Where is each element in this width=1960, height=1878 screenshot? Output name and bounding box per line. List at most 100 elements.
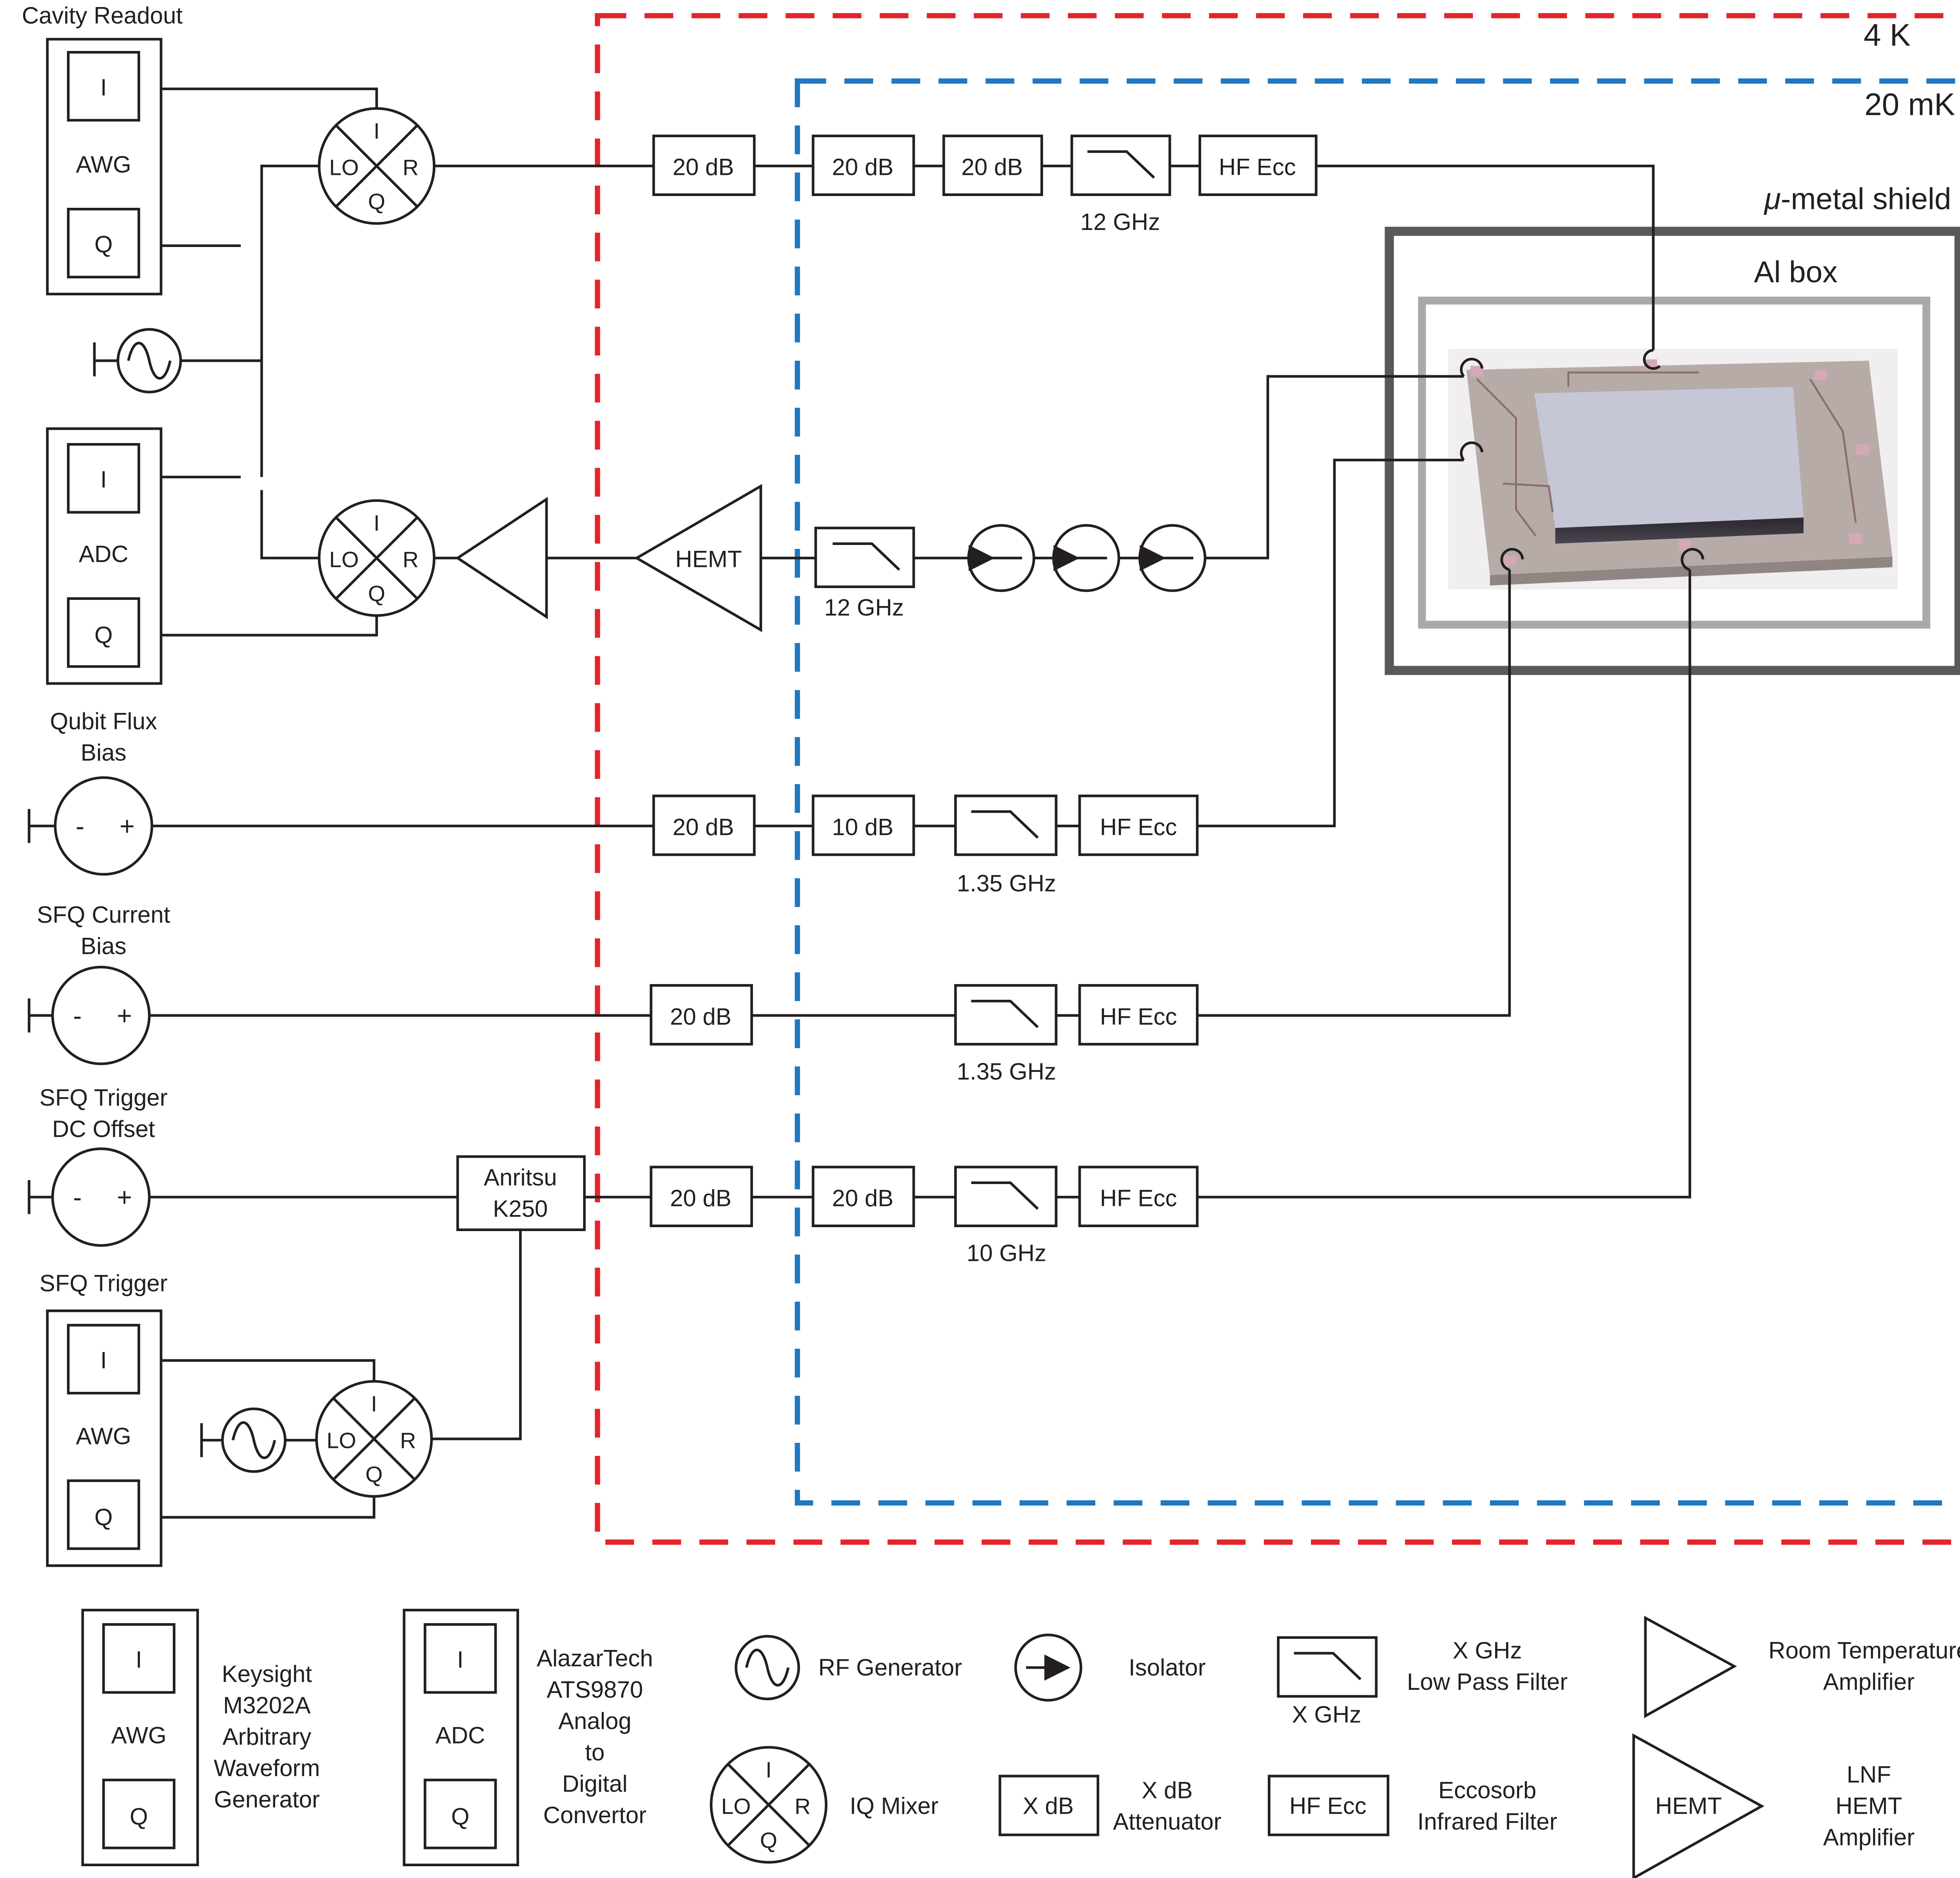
qubit-flux-att-mk-label: 10 dB [832,814,893,840]
legend-attenuator-box [998,1774,1100,1836]
sfq-trigger-lpf-box [954,1166,1058,1228]
legend-rt-amp-icon [1644,1616,1737,1718]
readout-down-mixer-q: Q [368,581,385,606]
legend-ecc-box [1268,1774,1390,1836]
chip-bond-hooks [1460,349,1704,571]
sfq-trigger-dc-minus: - [73,1183,82,1212]
qubit-flux-lpf-label: 1.35 GHz [957,870,1056,896]
isolator-icon [967,524,1035,592]
sfq-trigger-att-mk-label: 20 dB [832,1185,893,1211]
qubit-flux-att-4k-label: 20 dB [673,814,734,840]
sfq-current-line [149,570,1511,1017]
readout-adc-i-port [67,443,140,514]
anritsu-bias-tee-box [456,1155,586,1231]
al-box-label: Al box [1754,256,1837,289]
anritsu-label-line2: K250 [493,1195,548,1222]
sfq-trigger-dc-label-line2: DC Offset [52,1116,155,1142]
sfq-mixer [315,1380,433,1498]
legend-mixer-i: I [766,1758,772,1782]
legend-attenuator-desc-2: Attenuator [1113,1809,1221,1835]
sfq-rf-generator-icon [200,1408,317,1473]
qubit-flux-lpf-box [954,794,1058,856]
sfq-awg-q-label: Q [94,1504,113,1530]
sfq-mixer-lo: LO [327,1428,356,1453]
legend-iq-mixer-label: IQ Mixer [850,1793,939,1819]
sfq-trigger-ecc-box [1078,1166,1199,1228]
legend-adc-i-port [423,1623,497,1694]
legend-awg-desc-4: Waveform [214,1755,320,1781]
legend-hemt-box-label: HEMT [1655,1793,1722,1819]
legend-awg-desc-5: Generator [214,1786,320,1813]
legend-awg-q-port [102,1778,176,1849]
four-k-stage-border [595,13,1960,1545]
legend-lpf-label: X GHz [1292,1701,1361,1727]
readout-rt-wiring [161,87,654,637]
readout-down-mixer-r: R [403,548,419,572]
sfq-current-ecc-box [1078,984,1199,1046]
qubit-flux-att-4k-box [652,794,756,856]
readout-out-lpf-box [814,527,915,588]
readout-up-mixer-i: I [374,119,380,143]
qubit-flux-ecc-label: HF Ecc [1100,814,1177,840]
legend-attenuator-desc-1: X dB [1142,1777,1192,1804]
legend-hemt-icon [1632,1733,1765,1878]
readout-adc-q-label: Q [94,622,113,648]
sfq-trigger-dc-label-line1: SFQ Trigger [40,1084,168,1111]
legend-rf-generator-label: RF Generator [818,1654,962,1680]
sfq-awg-label: AWG [76,1423,131,1449]
readout-adc-q-port [67,597,140,668]
sfq-trigger-att-4k-label: 20 dB [670,1185,731,1211]
legend-iq-mixer-icon [710,1746,828,1864]
legend-adc-desc-5: Digital [562,1771,628,1797]
readout-down-mixer-lo: LO [329,548,359,572]
legend-hemt-desc-2: HEMT [1836,1793,1902,1819]
readout-up-mixer-lo: LO [329,156,359,180]
readout-att-4k-box [652,134,756,196]
readout-awg-label: AWG [76,151,131,178]
sfq-mixer-q: Q [365,1462,383,1487]
legend-awg-q: Q [130,1803,148,1829]
legend-lpf-desc-2: Low Pass Filter [1407,1669,1568,1695]
legend-ecc-desc-1: Eccosorb [1438,1777,1536,1804]
legend-awg-label: AWG [111,1722,167,1749]
readout-awg-q-port [67,208,140,278]
mu-metal-shield [1385,227,1960,675]
sfq-awg-i-label: I [100,1347,107,1373]
mu-metal-shield-label: μ-metal shield [1764,182,1951,216]
readout-output-line [455,375,1464,632]
sfq-awg-i-port [67,1324,140,1395]
readout-in-ecc-label: HF Ecc [1219,154,1296,180]
sfq-current-label-line1: SFQ Current [37,901,170,928]
readout-in-lpf-label: 12 GHz [1080,209,1160,235]
legend-ecc-desc-2: Infrared Filter [1417,1809,1557,1835]
sfq-current-ecc-label: HF Ecc [1100,1003,1177,1030]
legend-awg-desc-3: Arbitrary [222,1724,311,1750]
legend-adc-desc-1: AlazarTech [537,1645,653,1671]
legend-adc-label: ADC [436,1722,485,1749]
twenty-mk-label: 20 mK [1864,87,1955,122]
legend-lpf-desc-1: X GHz [1453,1637,1522,1664]
legend-ecc-box-label: HF Ecc [1289,1793,1367,1819]
readout-att-mk2-label: 20 dB [961,154,1023,180]
readout-down-mixer-i: I [374,511,380,536]
sfq-current-lpf-label: 1.35 GHz [957,1058,1056,1084]
legend-rt-amp-desc-2: Amplifier [1823,1669,1915,1695]
qubit-flux-label-line2: Bias [81,739,127,766]
legend-awg-i: I [136,1646,142,1673]
legend-awg-desc-2: M3202A [223,1692,310,1718]
readout-adc-i-label: I [100,466,107,492]
legend-attenuator-box-label: X dB [1023,1793,1074,1819]
sfq-trigger-lpf-label: 10 GHz [967,1240,1046,1266]
four-k-label: 4 K [1864,18,1911,53]
sfq-trigger-lpf-symbol [971,1181,1039,1210]
legend-adc-i: I [457,1646,464,1673]
readout-awg-q-label: Q [94,231,113,257]
sfq-trigger-label: SFQ Trigger [40,1270,168,1296]
readout-in-lpf-symbol [1087,150,1155,179]
legend-mixer-lo: LO [721,1794,751,1819]
twenty-mk-stage-border [795,78,1960,1506]
anritsu-label-line1: Anritsu [484,1164,557,1190]
sfq-awg-q-port [67,1479,140,1550]
qubit-flux-minus: - [76,812,84,841]
readout-up-mixer-q: Q [368,189,385,214]
